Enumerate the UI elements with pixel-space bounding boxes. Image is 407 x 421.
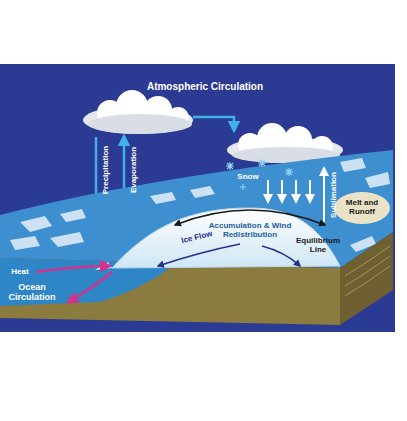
ice-flow-arrow [158, 244, 240, 266]
label: Atmospheric Circulation [147, 81, 263, 92]
ice-sheet [112, 208, 340, 268]
ocean-circulation-arrow [68, 272, 112, 302]
label: Evaporation [130, 147, 139, 193]
snow-arrow [268, 180, 310, 202]
land-front [0, 258, 340, 325]
strata [345, 246, 390, 296]
cloud [227, 123, 343, 163]
ice-flow-arrow [262, 246, 300, 266]
sublimation-arrow [323, 168, 325, 222]
label: Ocean Circulation [3, 283, 61, 303]
melt-area [334, 192, 390, 224]
cloud [83, 90, 193, 134]
label: Precipitation [102, 146, 111, 194]
label: Sublimation [330, 172, 339, 218]
ocean-surface [0, 150, 393, 268]
label: Accumulation & Wind Redistribution [200, 222, 300, 240]
label: Melt and Runoff [339, 199, 385, 217]
flow-arrow [193, 117, 234, 131]
background-panel [0, 64, 395, 332]
land-side [340, 232, 393, 325]
heat-arrow [36, 266, 110, 272]
label: Heat [11, 268, 28, 277]
label: Equilibrium Line [296, 237, 340, 255]
label: Ice Flow [181, 230, 214, 246]
snowflake [226, 159, 293, 190]
label: Snow [237, 173, 258, 182]
